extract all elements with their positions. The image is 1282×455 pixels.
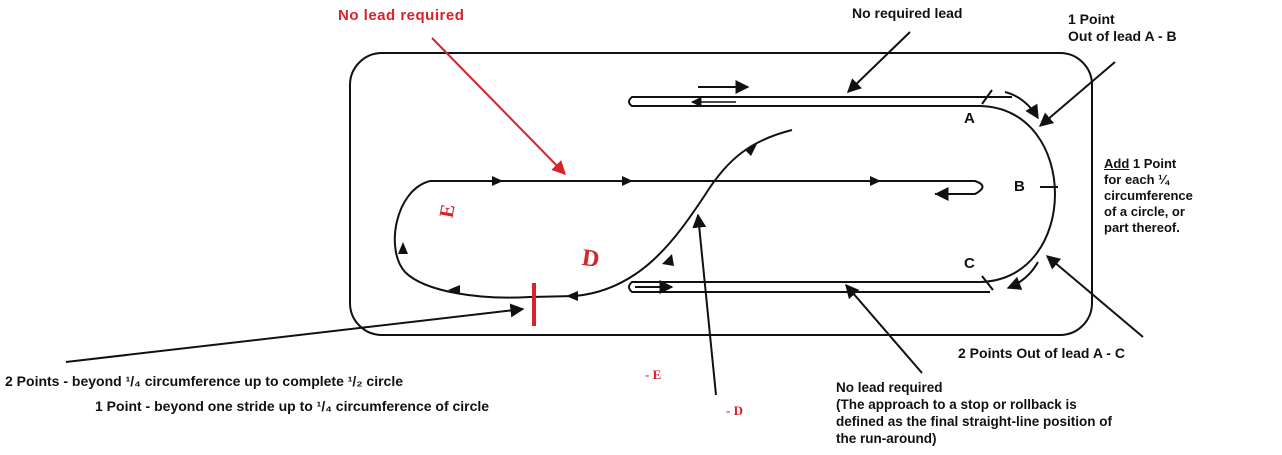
no-lead-bottom-note: No lead required (The approach to a stop… xyxy=(836,379,1112,447)
add-point-note: Add 1 Point for each ¼ circumference of … xyxy=(1104,156,1193,236)
two-points-e-frac2: ¹/₂ xyxy=(347,373,363,389)
two-points-e-tag: - E xyxy=(645,367,662,382)
two-points-e-prefix: 2 Points - beyond xyxy=(5,373,126,389)
add-rest: 1 Point xyxy=(1129,156,1177,171)
no-lead-bottom-line1: No lead required xyxy=(836,380,943,395)
pointer-no-lead-bottom xyxy=(845,283,923,374)
two-points-ac-label: 2 Points Out of lead A - C xyxy=(958,345,1125,361)
pointer-no-lead-top xyxy=(431,37,566,176)
bottom-path xyxy=(628,281,990,293)
no-lead-bottom-line3: defined as the final straight-line posit… xyxy=(836,414,1113,429)
middle-arrow-2 xyxy=(622,176,633,186)
two-points-e-frac1: ¹/₄ xyxy=(125,373,141,389)
add-point-line1: Add 1 Point xyxy=(1104,156,1193,172)
add-point-line3: circumference xyxy=(1104,188,1193,203)
s-arrow-2 xyxy=(745,144,757,156)
middle-arrow-3 xyxy=(870,176,881,186)
point-b-label: B xyxy=(1014,178,1025,195)
two-points-e-label: 2 Points - beyond ¹/₄ circumference up t… xyxy=(5,373,403,390)
loop-arrow-3 xyxy=(566,291,578,301)
one-point-d-frac: ¹/₄ xyxy=(316,398,332,414)
add-point-line4: of a circle, or xyxy=(1104,204,1185,219)
pointer-two-points-e xyxy=(65,303,525,363)
one-point-d-tag: - D xyxy=(726,403,743,418)
point-d-label: D xyxy=(580,244,602,274)
add-word: Add xyxy=(1104,156,1130,171)
add-point-line2: for each ¼ xyxy=(1104,172,1170,187)
loop-arrow-2 xyxy=(448,285,460,295)
no-lead-bottom-line2: (The approach to a stop or rollback is xyxy=(836,397,1077,412)
tick-c xyxy=(981,275,994,291)
one-point-d-prefix: 1 Point - beyond one stride up to xyxy=(95,398,317,414)
one-point-d-label: 1 Point - beyond one stride up to ¹/₄ ci… xyxy=(95,398,489,415)
s-curve xyxy=(574,129,793,297)
one-point-ab-label: 1 Point Out of lead A - B xyxy=(1068,11,1177,45)
rollback-arc xyxy=(979,105,1056,283)
arc-arrow-bottom xyxy=(1006,261,1039,290)
pointer-one-point-ab xyxy=(1038,61,1116,127)
left-loop xyxy=(393,180,576,299)
two-points-e-suffix: circle xyxy=(362,373,404,389)
pointer-two-points-ac xyxy=(1045,255,1144,338)
top-path xyxy=(628,96,1012,107)
loop-arrow-1 xyxy=(398,242,408,254)
middle-arrow-1 xyxy=(492,176,503,186)
no-lead-required-top-label: No lead required xyxy=(338,7,465,24)
one-point-ab-line1: 1 Point xyxy=(1068,11,1115,27)
one-point-ab-line2: Out of lead A - B xyxy=(1068,28,1177,44)
arc-arrow-top xyxy=(1004,91,1039,120)
pointer-no-required-lead xyxy=(846,31,911,93)
pointer-one-point-d xyxy=(692,213,717,396)
s-arrow-1 xyxy=(662,254,674,266)
add-point-line5: part thereof. xyxy=(1104,220,1180,235)
middle-path xyxy=(430,180,984,195)
two-points-e-mid: circumference up to complete xyxy=(140,373,348,389)
arena-border xyxy=(349,52,1093,336)
point-a-label: A xyxy=(964,110,975,127)
no-required-lead-label: No required lead xyxy=(852,5,963,21)
one-point-d-suffix: circumference of circle xyxy=(331,398,490,414)
no-lead-bottom-line4: the run-around) xyxy=(836,431,937,446)
tick-a xyxy=(981,89,993,105)
point-c-label: C xyxy=(964,255,975,272)
